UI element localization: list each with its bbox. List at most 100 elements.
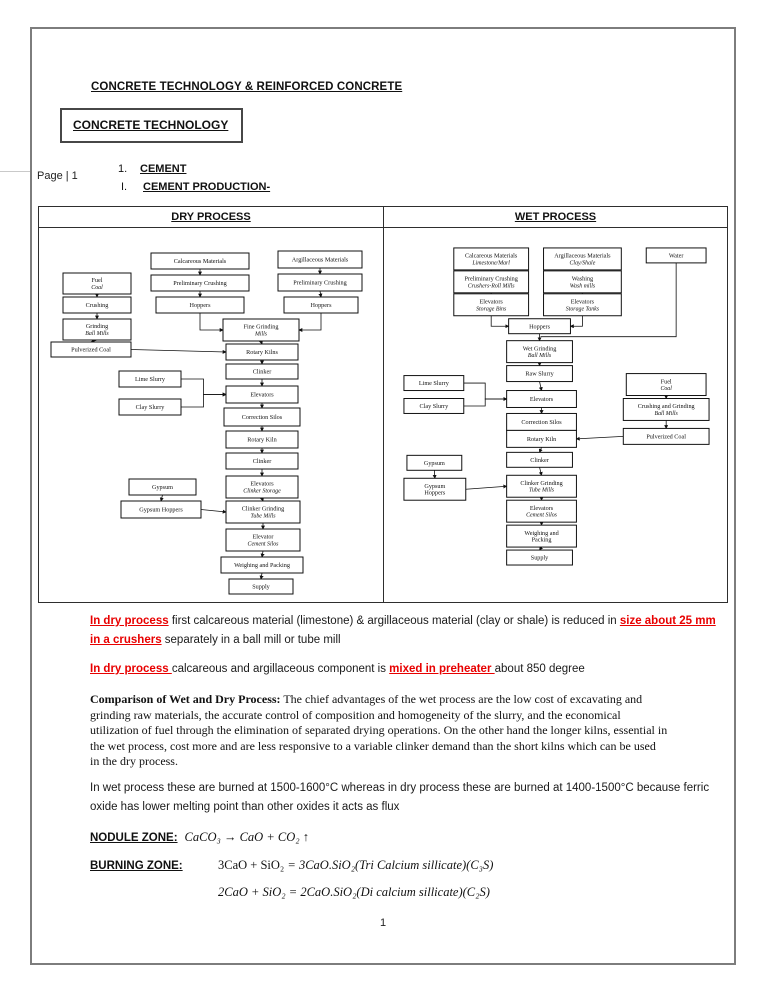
process-comparison-table: DRY PROCESS WET PROCESS Calcareous Mater… xyxy=(38,206,728,603)
svg-text:Pulverized Coal: Pulverized Coal xyxy=(71,347,111,354)
footer-page-number: 1 xyxy=(379,917,387,929)
svg-text:Fine Grinding: Fine Grinding xyxy=(244,324,279,331)
paragraph-burning-temperature: In wet process these are burned at 1500-… xyxy=(90,781,710,813)
svg-text:Tube Mills: Tube Mills xyxy=(529,488,555,494)
svg-text:Lime Slurry: Lime Slurry xyxy=(135,376,166,383)
paragraph-dry-process-2: In dry process calcareous and argillaceo… xyxy=(90,663,585,675)
svg-text:Preliminary Crushing: Preliminary Crushing xyxy=(173,280,226,287)
svg-text:Storage Bins: Storage Bins xyxy=(476,306,507,312)
cement-list: 1. CEMENT I. CEMENT PRODUCTION- xyxy=(118,160,270,196)
svg-text:Clinker Grinding: Clinker Grinding xyxy=(520,480,562,487)
svg-text:Coal: Coal xyxy=(91,285,103,291)
svg-text:Elevators: Elevators xyxy=(480,298,504,305)
svg-text:Preliminary Crushing: Preliminary Crushing xyxy=(465,276,518,283)
svg-text:Clinker Grinding: Clinker Grinding xyxy=(242,506,284,513)
svg-text:Storage Tanks: Storage Tanks xyxy=(566,306,600,312)
nodule-zone-label: NODULE ZONE: xyxy=(90,831,178,844)
svg-text:Fuel: Fuel xyxy=(91,277,102,284)
svg-text:Clinker Storage: Clinker Storage xyxy=(243,489,281,495)
list-label: CEMENT xyxy=(140,163,187,175)
svg-text:Clay Slurry: Clay Slurry xyxy=(136,404,166,411)
list-marker: I. xyxy=(121,181,128,193)
svg-text:Clinker: Clinker xyxy=(253,369,272,376)
svg-text:Elevators: Elevators xyxy=(571,298,595,305)
svg-text:Raw Slurry: Raw Slurry xyxy=(525,371,554,378)
svg-text:Clinker: Clinker xyxy=(253,458,272,465)
svg-text:Wet Grinding: Wet Grinding xyxy=(523,345,557,352)
svg-text:Ball Mills: Ball Mills xyxy=(528,353,552,359)
table-header-dry-process: DRY PROCESS xyxy=(39,207,383,228)
list-item: 1. CEMENT xyxy=(118,160,270,178)
svg-text:Hoppers: Hoppers xyxy=(424,490,446,497)
burning-zone-formula-2: 2CaO + SiO₂ = 2CaO.SiO₂(Di calcium silli… xyxy=(218,884,490,899)
svg-text:Fuel: Fuel xyxy=(661,378,672,385)
svg-text:Weighing and: Weighing and xyxy=(524,530,559,537)
svg-text:Correction Silos: Correction Silos xyxy=(242,414,283,421)
svg-text:Argillaceous Materials: Argillaceous Materials xyxy=(554,253,611,260)
svg-text:Gypsum: Gypsum xyxy=(424,460,445,467)
svg-text:Hoppers: Hoppers xyxy=(311,302,333,309)
svg-text:Correction Silos: Correction Silos xyxy=(521,419,562,426)
svg-text:Crushing: Crushing xyxy=(86,302,109,309)
body-text: In dry process first calcareous material… xyxy=(90,612,718,900)
nodule-zone-row: NODULE ZONE: CaCO₃ → CaO + CO₂ ↑ xyxy=(90,830,718,845)
svg-text:Ball Mills: Ball Mills xyxy=(85,331,109,337)
nodule-zone-formula: CaCO₃ → CaO + CO₂ ↑ xyxy=(184,829,309,844)
svg-text:Calcareous Materials: Calcareous Materials xyxy=(465,253,518,260)
burning-zone-label: BURNING ZONE: xyxy=(90,859,183,872)
svg-text:Washing: Washing xyxy=(572,276,593,283)
list-item: I. CEMENT PRODUCTION- xyxy=(118,178,270,196)
svg-text:Hoppers: Hoppers xyxy=(190,302,212,309)
paragraph-comparison: Comparison of Wet and Dry Process: The c… xyxy=(90,692,668,768)
svg-text:Preliminary Crushing: Preliminary Crushing xyxy=(293,280,346,287)
svg-text:Supply: Supply xyxy=(531,555,549,562)
svg-text:Clinker: Clinker xyxy=(530,457,549,464)
svg-text:Gypsum: Gypsum xyxy=(424,483,445,490)
svg-text:Crushers-Roll Mills: Crushers-Roll Mills xyxy=(468,283,516,289)
svg-text:Elevators: Elevators xyxy=(250,392,274,399)
svg-text:Tube Mills: Tube Mills xyxy=(250,514,276,520)
svg-text:Elevators: Elevators xyxy=(250,481,274,488)
svg-text:Gypsum Hoppers: Gypsum Hoppers xyxy=(139,507,183,514)
svg-text:Elevators: Elevators xyxy=(530,505,554,512)
svg-text:Weighing and Packing: Weighing and Packing xyxy=(234,562,290,569)
svg-text:Grinding: Grinding xyxy=(86,323,108,330)
svg-text:Wash mills: Wash mills xyxy=(570,283,596,289)
svg-text:Rotary Kiln: Rotary Kiln xyxy=(247,437,276,444)
document-page: CONCRETE TECHNOLOGY & REINFORCED CONCRET… xyxy=(30,27,736,965)
svg-text:Calcareous Materials: Calcareous Materials xyxy=(174,258,227,265)
svg-text:Clay/Shale: Clay/Shale xyxy=(570,260,596,266)
dry-process-flowchart: Calcareous Materials Argillaceous Materia… xyxy=(39,228,383,602)
svg-text:Packing: Packing xyxy=(532,537,552,544)
svg-text:Cement Silos: Cement Silos xyxy=(526,513,558,519)
page-margin-label: Page | 1 xyxy=(37,170,78,182)
svg-text:Rotary Kiln: Rotary Kiln xyxy=(527,436,556,443)
svg-text:Gypsum: Gypsum xyxy=(152,484,173,491)
svg-text:Rotary Kilns: Rotary Kilns xyxy=(246,349,278,356)
svg-text:Ball Mills: Ball Mills xyxy=(655,411,679,417)
boxed-subtitle-label: CONCRETE TECHNOLOGY xyxy=(73,118,229,132)
svg-text:Crushing and Grinding: Crushing and Grinding xyxy=(638,403,695,410)
burning-zone-formula-1: 3CaO + SiO₂ = 3CaO.SiO₂(Tri Calcium sill… xyxy=(218,857,494,872)
svg-text:Cement Silos: Cement Silos xyxy=(248,542,280,548)
svg-text:Elevators: Elevators xyxy=(530,396,554,403)
burning-zone-row: BURNING ZONE: 3CaO + SiO₂ = 3CaO.SiO₂(Tr… xyxy=(90,858,718,873)
svg-text:Water: Water xyxy=(669,253,684,260)
margin-rule xyxy=(0,171,30,172)
svg-text:Pulverized Coal: Pulverized Coal xyxy=(646,433,686,440)
table-header-wet-process: WET PROCESS xyxy=(383,207,727,228)
svg-text:Elevator: Elevator xyxy=(253,534,274,541)
page-title: CONCRETE TECHNOLOGY & REINFORCED CONCRET… xyxy=(91,81,403,93)
list-marker: 1. xyxy=(118,163,128,175)
svg-text:Lime Slurry: Lime Slurry xyxy=(419,380,450,387)
svg-text:Limestone/Marl: Limestone/Marl xyxy=(471,260,510,266)
paragraph-dry-process-1: In dry process first calcareous material… xyxy=(90,615,716,646)
svg-text:Mills: Mills xyxy=(254,332,268,338)
svg-text:Clay Slurry: Clay Slurry xyxy=(420,403,450,410)
svg-text:Supply: Supply xyxy=(252,584,270,591)
svg-text:Hoppers: Hoppers xyxy=(529,323,551,330)
list-label: CEMENT PRODUCTION- xyxy=(143,181,271,193)
svg-text:Coal: Coal xyxy=(660,386,672,392)
svg-text:Argillaceous Materials: Argillaceous Materials xyxy=(292,257,349,264)
